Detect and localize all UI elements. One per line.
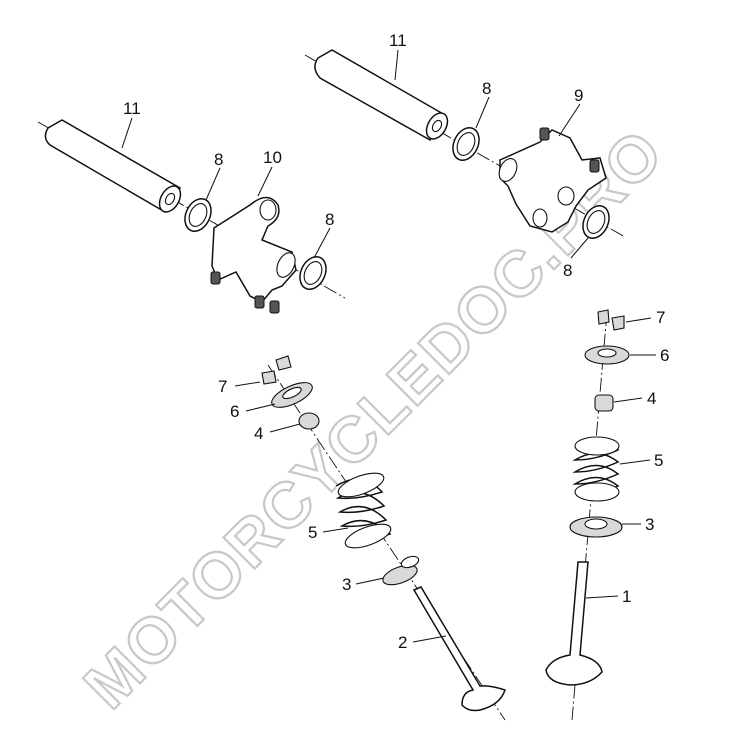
callout-5-right: 5 xyxy=(654,451,663,470)
callout-4-right: 4 xyxy=(647,389,656,408)
callout-5-left: 5 xyxy=(308,523,317,542)
callout-8-c: 8 xyxy=(325,210,334,229)
callout-7-right: 7 xyxy=(656,308,665,327)
callout-4-left: 4 xyxy=(254,424,263,443)
o-ring-left-a xyxy=(184,198,212,232)
o-ring-right-a xyxy=(452,127,480,161)
callout-10: 10 xyxy=(263,148,282,167)
valve-assembly-left xyxy=(261,355,506,721)
callout-8-d: 8 xyxy=(563,261,572,280)
callout-3-left: 3 xyxy=(342,575,351,594)
callout-labels: 11 11 8 9 8 10 8 8 7 6 4 5 3 1 7 6 4 5 3… xyxy=(123,31,669,652)
o-ring-right-b xyxy=(582,205,610,239)
o-ring-left-b xyxy=(299,256,327,290)
rocker-arm-right xyxy=(498,127,607,233)
callout-6-right: 6 xyxy=(660,346,669,365)
callout-8-a: 8 xyxy=(482,79,491,98)
callout-6-left: 6 xyxy=(230,402,239,421)
callout-7-left: 7 xyxy=(218,377,227,396)
callout-11-left: 11 xyxy=(123,99,141,118)
callout-9: 9 xyxy=(574,86,583,105)
rocker-arm-left xyxy=(210,196,297,314)
callout-11-right: 11 xyxy=(389,31,407,50)
valve-assembly-right xyxy=(545,309,630,721)
callout-3-right: 3 xyxy=(645,515,654,534)
leader-lines xyxy=(121,49,656,643)
callout-8-b: 8 xyxy=(214,150,223,169)
callout-2: 2 xyxy=(398,633,407,652)
callout-1: 1 xyxy=(622,587,631,606)
